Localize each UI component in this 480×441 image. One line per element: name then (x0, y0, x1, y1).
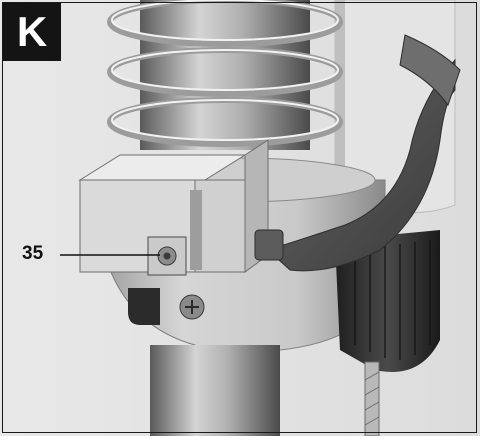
callout-35-label: 35 (22, 243, 44, 264)
figure-label-badge: K (3, 3, 61, 61)
